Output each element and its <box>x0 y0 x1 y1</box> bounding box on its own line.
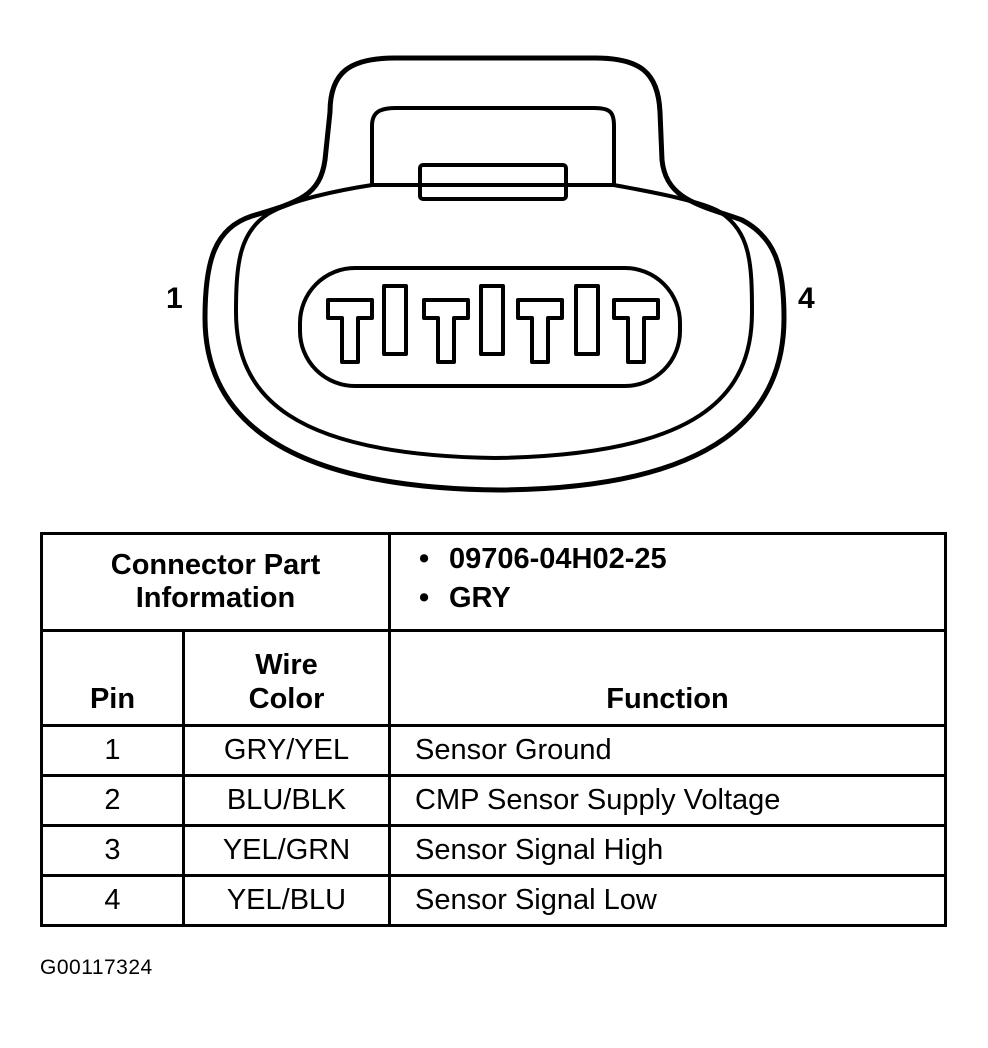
table-header-row: Pin Wire Color Function <box>40 629 947 727</box>
header-wire-color-text: Wire Color <box>248 649 325 715</box>
connector-housing-outline <box>202 55 787 493</box>
part-number: 09706-04H02-25 <box>419 543 944 577</box>
pin-4-position-label: 4 <box>798 282 815 315</box>
part-info-label: Connector Part Information <box>40 532 391 632</box>
table-row: 3 YEL/GRN Sensor Signal High <box>40 824 947 877</box>
table-row: 4 YEL/BLU Sensor Signal Low <box>40 874 947 927</box>
part-info-values: 09706-04H02-25 GRY <box>388 532 947 632</box>
cell-pin: 2 <box>40 774 185 827</box>
cell-function: Sensor Signal Low <box>388 874 947 927</box>
terminal-pin-4 <box>612 298 660 364</box>
cell-wire-color: YEL/GRN <box>182 824 391 877</box>
cell-wire-color: GRY/YEL <box>182 724 391 777</box>
table-row: 1 GRY/YEL Sensor Ground <box>40 724 947 777</box>
part-info-row: Connector Part Information 09706-04H02-2… <box>40 532 947 632</box>
part-info-label-text: Connector Part Information <box>110 548 321 614</box>
terminal-rib-1 <box>382 284 408 356</box>
pinout-table: Connector Part Information 09706-04H02-2… <box>40 532 947 927</box>
latch-tab <box>418 163 568 201</box>
figure-id: G00117324 <box>40 956 153 979</box>
cell-pin: 1 <box>40 724 185 777</box>
pin-cavity <box>298 266 682 388</box>
connector-color: GRY <box>419 582 944 616</box>
pin-1-position-label: 1 <box>166 282 183 315</box>
terminal-rib-3 <box>574 284 600 356</box>
terminal-pin-2 <box>422 298 470 364</box>
cell-function: CMP Sensor Supply Voltage <box>388 774 947 827</box>
terminal-pin-3 <box>516 298 564 364</box>
terminal-pin-1 <box>326 298 374 364</box>
header-wire-color: Wire Color <box>182 629 391 727</box>
terminal-rib-2 <box>479 284 505 356</box>
cell-function: Sensor Ground <box>388 724 947 777</box>
cell-pin: 3 <box>40 824 185 877</box>
header-function: Function <box>388 629 947 727</box>
table-row: 2 BLU/BLK CMP Sensor Supply Voltage <box>40 774 947 827</box>
cell-wire-color: BLU/BLK <box>182 774 391 827</box>
cell-wire-color: YEL/BLU <box>182 874 391 927</box>
cell-pin: 4 <box>40 874 185 927</box>
connector-face-drawing <box>202 55 787 493</box>
connector-housing-inner-outline <box>234 106 754 460</box>
header-pin: Pin <box>40 629 185 727</box>
cell-function: Sensor Signal High <box>388 824 947 877</box>
